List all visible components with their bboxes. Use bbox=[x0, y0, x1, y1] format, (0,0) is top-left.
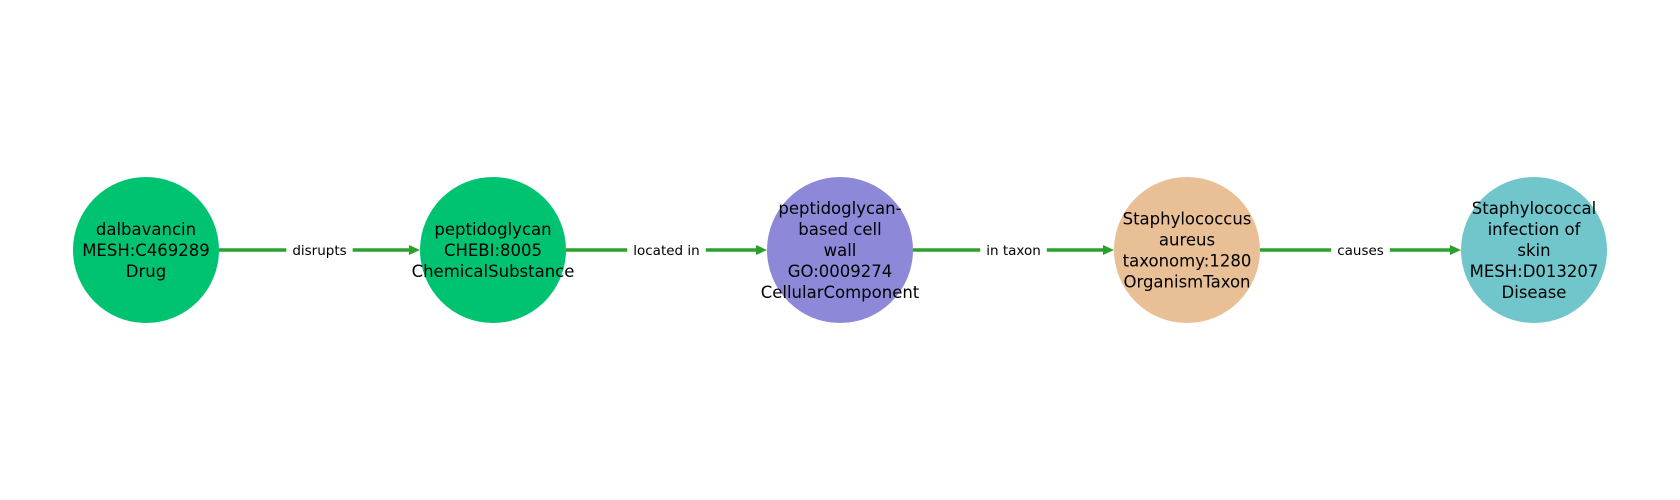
arrowhead-icon bbox=[1103, 245, 1114, 255]
node-circle bbox=[1461, 177, 1607, 323]
node-staphylococcus[interactable]: Staphylococcus aureus taxonomy:1280Organis… bbox=[1114, 177, 1260, 323]
node-label-line: peptidoglycan- bbox=[778, 199, 901, 218]
edge-label: located in bbox=[633, 243, 699, 259]
node-label-line: taxonomy:1280 bbox=[1123, 252, 1252, 271]
edge-label: disrupts bbox=[292, 243, 346, 259]
edge-in-taxon: in taxon bbox=[913, 240, 1114, 260]
node-circle bbox=[73, 177, 219, 323]
node-label-line: dalbavancin bbox=[96, 220, 196, 239]
node-label-line: GO:0009274 bbox=[788, 262, 893, 281]
node-label-line: Staphylococcus bbox=[1123, 210, 1252, 229]
node-peptidoglycan[interactable]: peptidoglycan-based cell wallGO:0009274Ce… bbox=[761, 177, 920, 323]
node-label-line: peptidoglycan bbox=[434, 220, 551, 239]
node-label-line: MESH:D013207 bbox=[1470, 262, 1599, 281]
node-label-line: CHEBI:8005 bbox=[444, 241, 542, 260]
edge-label: in taxon bbox=[986, 243, 1041, 259]
arrowhead-icon bbox=[756, 245, 767, 255]
node-label-line: MESH:C469289 bbox=[82, 241, 210, 260]
edge-label-background bbox=[1331, 240, 1390, 260]
node-staphylococcal[interactable]: Staphylococcal infection of skinMESH:D0132… bbox=[1461, 177, 1607, 323]
node-circle bbox=[1114, 177, 1260, 323]
edge-label-background bbox=[627, 240, 706, 260]
node-label-line: OrganismTaxon bbox=[1123, 273, 1250, 292]
node-label-line: Disease bbox=[1502, 283, 1567, 302]
arrowhead-icon bbox=[409, 245, 420, 255]
edge-disrupts: disrupts bbox=[219, 240, 420, 260]
node-label-line: aureus bbox=[1159, 231, 1215, 250]
node-circle bbox=[767, 177, 913, 323]
arrowhead-icon bbox=[1450, 245, 1461, 255]
node-label-line: based cell bbox=[798, 220, 881, 239]
edge-causes: causes bbox=[1260, 240, 1461, 260]
edge-label-background bbox=[980, 240, 1047, 260]
edge-located-in: located in bbox=[566, 240, 767, 260]
node-circle bbox=[420, 177, 566, 323]
edge-label: causes bbox=[1337, 243, 1384, 259]
node-label-line: ChemicalSubstance bbox=[412, 262, 575, 281]
node-label-line: skin bbox=[1517, 241, 1550, 260]
node-label-line: infection of bbox=[1488, 220, 1582, 239]
node-label-line: Drug bbox=[126, 262, 166, 281]
edge-label-background bbox=[286, 240, 353, 260]
node-label-line: CellularComponent bbox=[761, 283, 920, 302]
node-label-line: Staphylococcal bbox=[1472, 199, 1596, 218]
node-label-line: wall bbox=[824, 241, 857, 260]
